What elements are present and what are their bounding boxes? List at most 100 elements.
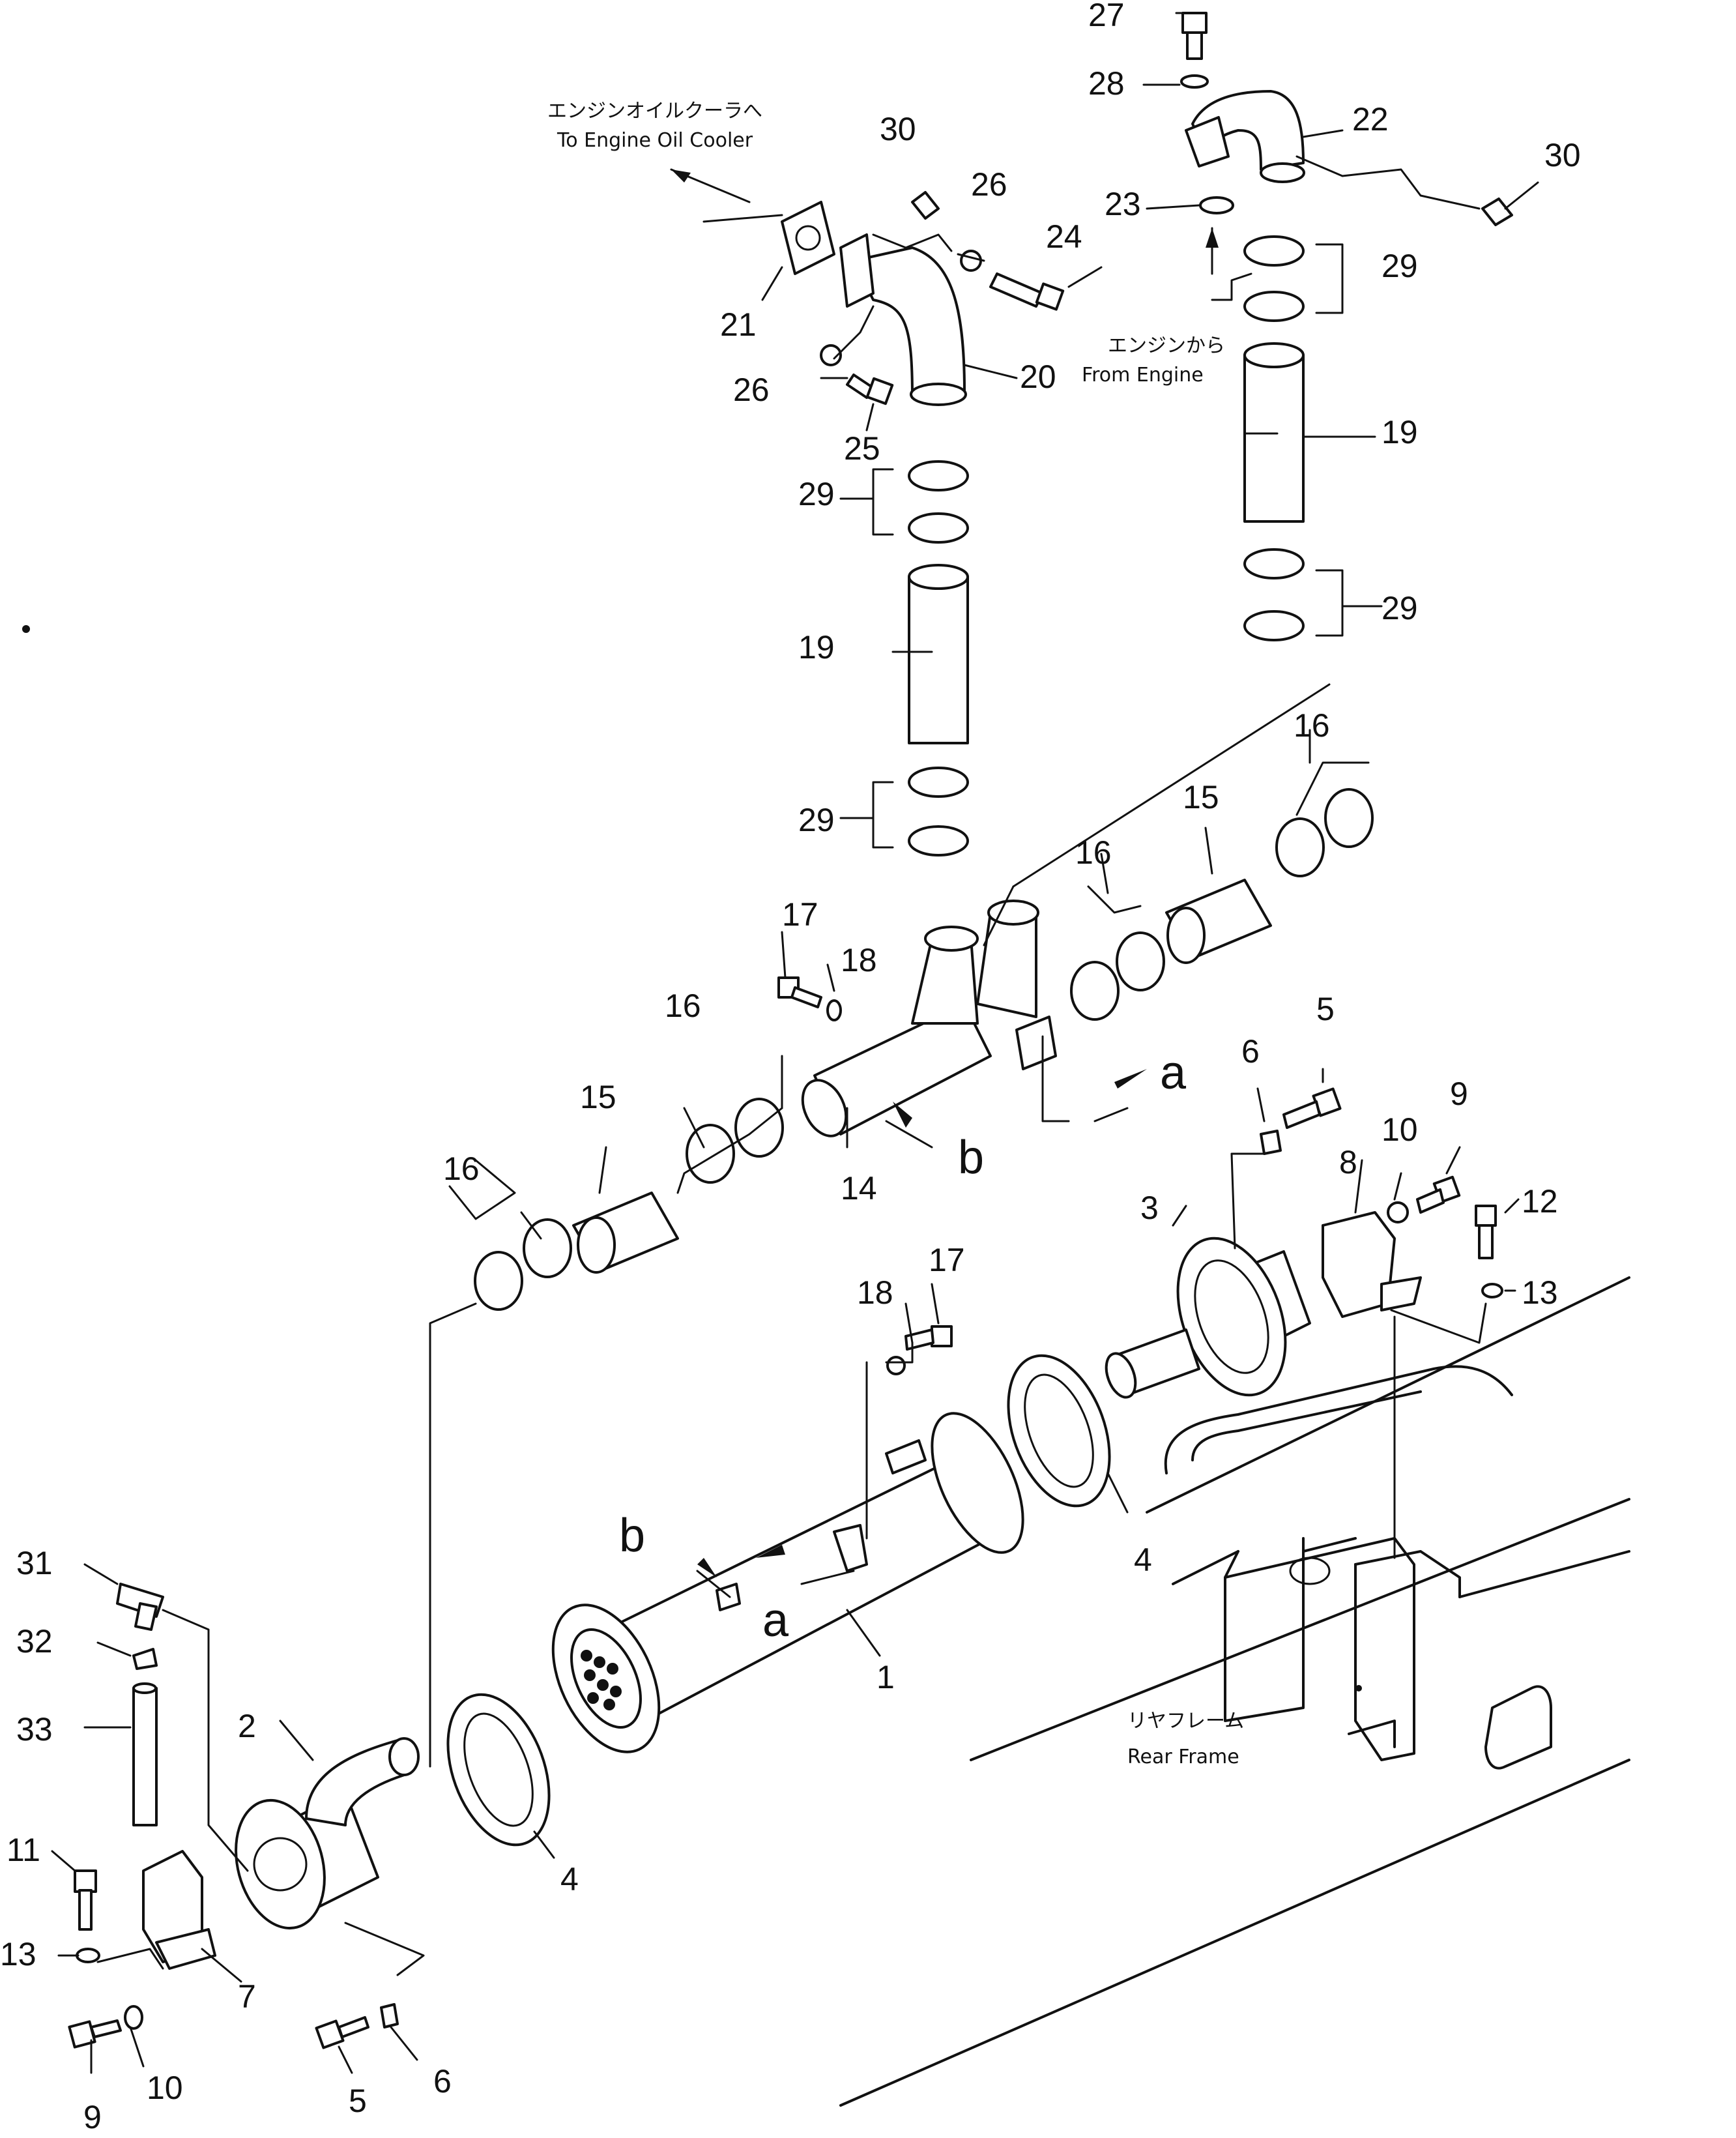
- callout-13-left: 13: [0, 1936, 36, 1972]
- adapter-32: [132, 1648, 158, 1670]
- clamp-16-group-d: [1275, 788, 1374, 877]
- callout-21: 21: [720, 306, 757, 343]
- bolt-11: [74, 1869, 97, 1931]
- rear-frame-label-en: Rear Frame: [1127, 1746, 1239, 1768]
- flow-arrows: [670, 168, 1219, 1577]
- callout-19-right: 19: [1382, 414, 1418, 450]
- callout-28: 28: [1088, 65, 1125, 102]
- bolt-17-upper: [777, 976, 822, 1008]
- bolt-24: [989, 272, 1065, 311]
- callout-26-top: 26: [971, 166, 1007, 203]
- plug-30-left: [911, 191, 940, 220]
- callout-5-right: 5: [1316, 991, 1335, 1027]
- callout-6-left: 6: [433, 2063, 452, 2100]
- pipe-33: [132, 1682, 158, 1826]
- callout-16-c: 16: [1075, 834, 1112, 871]
- bracket-right: [1322, 1211, 1422, 1318]
- washer-26-bottom: [820, 344, 842, 366]
- end-housing-left: [235, 1737, 420, 1930]
- bolt-9-left: [68, 2019, 122, 2049]
- flange-21: [781, 201, 835, 275]
- elbow-pipe-20: [839, 233, 967, 406]
- callout-31: 31: [16, 1545, 53, 1581]
- callout-19-left: 19: [798, 629, 835, 666]
- callout-4-right: 4: [1134, 1542, 1152, 1578]
- callout-11: 11: [7, 1832, 40, 1868]
- bolt-5-right: [1282, 1087, 1342, 1129]
- clamp-29-group-left-top: [908, 460, 969, 544]
- callout-30-left: 30: [880, 111, 916, 147]
- callout-13-right: 13: [1522, 1274, 1558, 1311]
- clamp-16-group-b: [686, 1098, 784, 1184]
- cover-housing-right: [1105, 1237, 1311, 1399]
- clamp-16-group-a: [474, 1218, 572, 1311]
- oil-cooler-label-en: To Engine Oil Cooler: [557, 129, 753, 152]
- callout-33: 33: [16, 1711, 53, 1748]
- bolt-25: [846, 373, 894, 405]
- from-engine-label-jp: エンジンから: [1108, 334, 1225, 357]
- tube-bundle-end: [581, 1650, 622, 1710]
- bolt-12: [1475, 1205, 1497, 1259]
- callout-18-lower: 18: [857, 1274, 893, 1311]
- washer-10-left: [124, 2005, 143, 2030]
- view-marker-a-upper: a: [1160, 1047, 1187, 1099]
- callout-8: 8: [1339, 1144, 1357, 1180]
- callout-32: 32: [16, 1623, 53, 1660]
- oil-cooler-tube: [551, 1412, 1024, 1753]
- clamp-16-group-c: [1070, 931, 1165, 1021]
- callout-9-left: 9: [83, 2099, 102, 2135]
- callout-17-lower: 17: [929, 1242, 965, 1278]
- callout-9-right: 9: [1450, 1076, 1468, 1112]
- from-engine-label-en: From Engine: [1082, 364, 1204, 387]
- view-marker-a-lower: a: [762, 1594, 789, 1647]
- callout-6-right: 6: [1241, 1033, 1260, 1070]
- washer-13-left: [76, 1948, 100, 1963]
- bolt-9-right: [1416, 1175, 1461, 1214]
- callout-30-right: 30: [1544, 137, 1581, 173]
- elbow-pipe-22: [1185, 90, 1305, 183]
- oil-cooler-label-jp: エンジンオイルクーラへ: [547, 100, 762, 123]
- part-callouts: 27 28 22 30 23 29 19 29 30 26 24 21 26 2…: [0, 0, 1581, 2135]
- washer-26-top: [960, 250, 982, 272]
- callout-25: 25: [844, 430, 880, 467]
- callout-29-right-bottom: 29: [1382, 590, 1418, 626]
- callout-4-left: 4: [560, 1861, 579, 1897]
- callout-26-bottom: 26: [733, 372, 770, 408]
- clamp-29-group-left-bottom: [908, 767, 969, 857]
- callout-10-left: 10: [147, 2070, 183, 2106]
- clamp-29-group-right-top: [1243, 235, 1305, 322]
- washer-10-right: [1387, 1201, 1409, 1223]
- callout-16-b: 16: [665, 988, 701, 1024]
- callout-29-right-top: 29: [1382, 248, 1418, 284]
- view-marker-b-upper: b: [958, 1132, 984, 1184]
- stray-dot: [22, 625, 30, 633]
- bolt-27: [1181, 12, 1208, 60]
- leader-lines: [51, 12, 1539, 2074]
- callout-10-right: 10: [1382, 1111, 1418, 1148]
- washer-18-upper: [826, 999, 842, 1021]
- lockwasher-6-right: [1260, 1130, 1282, 1155]
- hose-15-left: [572, 1192, 679, 1274]
- clamp-29-group-right-bottom: [1243, 548, 1305, 641]
- hose-19-left: [908, 564, 969, 744]
- view-marker-b-lower: b: [619, 1510, 645, 1562]
- callout-12: 12: [1522, 1183, 1558, 1220]
- callout-27: 27: [1088, 0, 1125, 33]
- callout-17-upper: 17: [782, 896, 818, 933]
- callout-15-left: 15: [580, 1079, 616, 1115]
- callout-5-left: 5: [349, 2083, 367, 2119]
- washer-18-lower: [886, 1356, 906, 1375]
- callout-16-a: 16: [443, 1150, 480, 1187]
- callout-23: 23: [1105, 186, 1141, 222]
- o-ring-23: [1199, 196, 1234, 214]
- callout-2: 2: [238, 1708, 256, 1744]
- washer-13-right: [1481, 1283, 1503, 1298]
- callout-15-right: 15: [1183, 779, 1219, 815]
- callout-14: 14: [841, 1170, 877, 1207]
- rear-frame-label-jp: リヤフレーム: [1127, 1710, 1244, 1733]
- water-manifold: [801, 900, 1057, 1137]
- gasket-left: [446, 1693, 551, 1847]
- hose-15-right: [1165, 879, 1272, 964]
